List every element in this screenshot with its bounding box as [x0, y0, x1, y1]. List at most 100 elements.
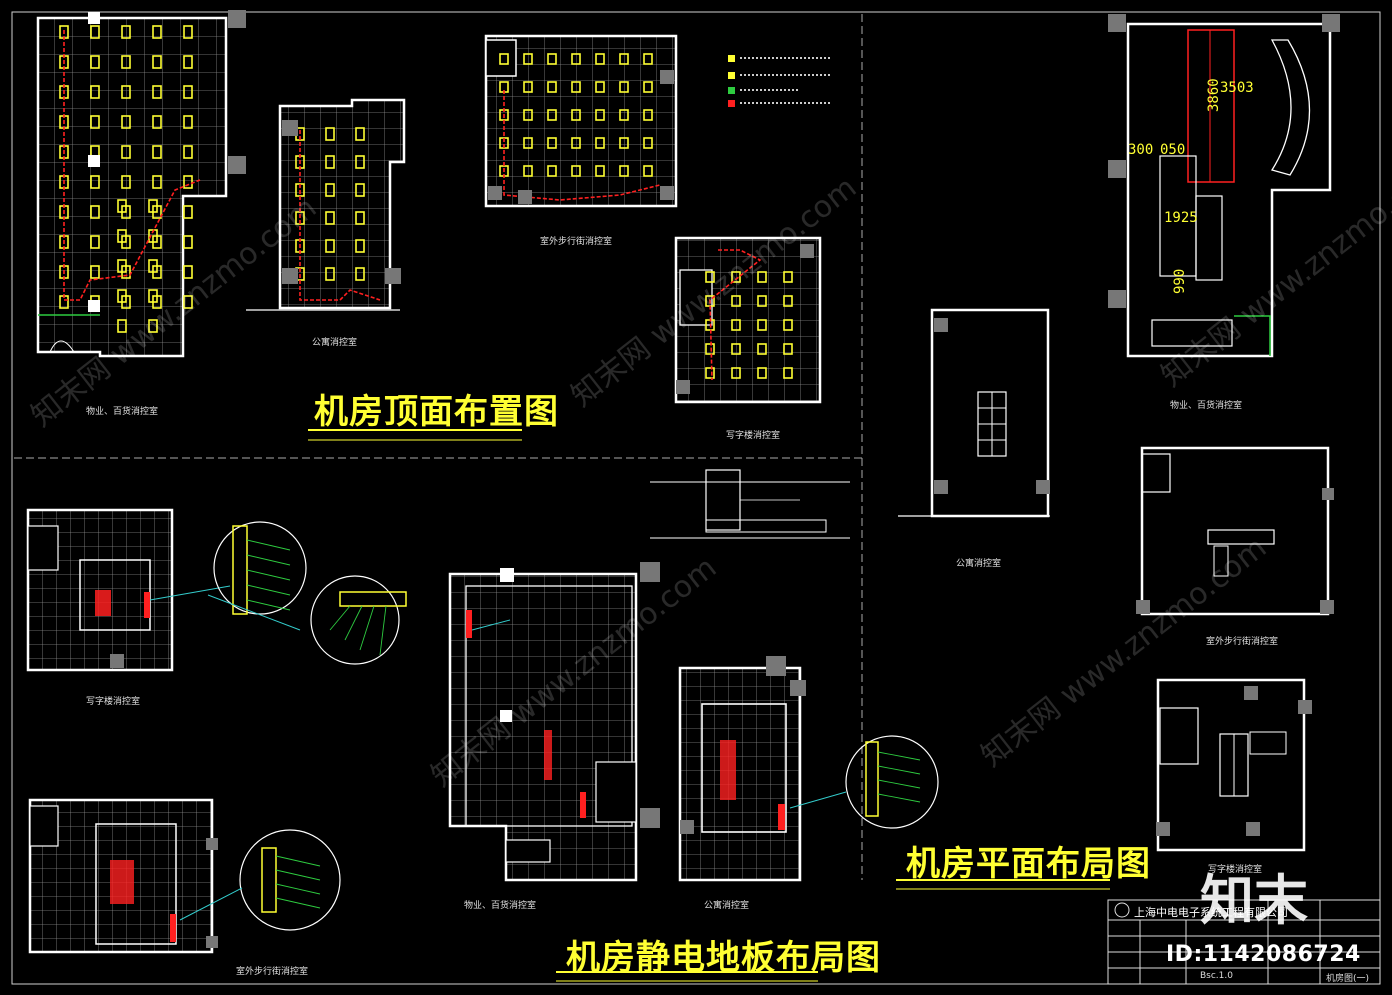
light-fixture — [705, 367, 715, 379]
title-plan-layout: 机房平面布局图 — [906, 844, 1151, 884]
light-fixture — [325, 183, 335, 197]
layout-plan-wuye — [1108, 14, 1340, 358]
light-fixture — [355, 211, 365, 225]
light-fixture — [571, 109, 581, 121]
light-fixture — [571, 165, 581, 177]
light-fixture — [643, 109, 653, 121]
light-fixture — [595, 81, 605, 93]
floor-plan-shiwai — [28, 798, 341, 954]
light-fixture — [619, 53, 629, 65]
light-fixture — [783, 343, 793, 355]
light-fixture — [90, 235, 100, 249]
dimension-3503: 3503 — [1220, 80, 1254, 96]
light-fixture — [121, 55, 131, 69]
floor-plan-gongyu — [678, 656, 939, 882]
title-floor-layout: 机房静电地板布局图 — [566, 938, 881, 978]
light-fixture — [148, 319, 158, 333]
light-fixture — [757, 343, 767, 355]
label-shiwai-floor: 室外步行街消控室 — [236, 967, 309, 977]
light-fixture — [619, 137, 629, 149]
light-fixture — [523, 109, 533, 121]
light-fixture — [757, 271, 767, 283]
watermark-logo: 知末 — [1200, 869, 1308, 932]
light-fixture — [152, 145, 162, 159]
light-fixture — [90, 265, 100, 279]
light-fixture — [152, 115, 162, 129]
light-fixture — [731, 343, 741, 355]
light-fixture — [117, 199, 127, 213]
light-fixture — [595, 109, 605, 121]
light-fixture — [731, 295, 741, 307]
light-fixture — [783, 367, 793, 379]
light-fixture — [619, 165, 629, 177]
layout-plan-shiwai — [1136, 446, 1334, 616]
light-fixture — [325, 239, 335, 253]
ceiling-plan-wuye — [36, 10, 246, 358]
title-block-company: 上海中电电子系统工程有限公司 — [1134, 906, 1288, 919]
light-fixture — [571, 53, 581, 65]
light-fixture — [757, 367, 767, 379]
light-fixture — [643, 137, 653, 149]
light-fixture — [731, 367, 741, 379]
light-fixture — [355, 183, 365, 197]
light-fixture — [183, 205, 193, 219]
light-fixture — [152, 25, 162, 39]
dimension-990: 990 — [1172, 268, 1188, 294]
light-fixture — [731, 271, 741, 283]
light-fixture — [183, 235, 193, 249]
light-fixture — [571, 81, 581, 93]
light-fixture — [355, 267, 365, 281]
light-fixture — [90, 85, 100, 99]
light-fixture — [121, 145, 131, 159]
light-fixture — [547, 53, 557, 65]
ceiling-plan-xiezilou — [674, 236, 822, 404]
light-fixture — [121, 115, 131, 129]
light-fixture — [355, 239, 365, 253]
light-fixture — [183, 145, 193, 159]
light-fixture — [523, 81, 533, 93]
light-fixture — [547, 81, 557, 93]
label-gongyu-plan: 公寓消控室 — [956, 559, 1002, 569]
light-fixture — [325, 127, 335, 141]
light-fixture — [90, 55, 100, 69]
light-fixture — [547, 165, 557, 177]
ceiling-plan-shiwai — [484, 34, 678, 208]
light-fixture — [595, 53, 605, 65]
legend — [728, 55, 830, 107]
light-fixture — [643, 81, 653, 93]
light-fixture — [757, 319, 767, 331]
label-wuye-plan: 物业、百货消控室 — [1170, 401, 1243, 411]
light-fixture — [183, 115, 193, 129]
light-fixture — [547, 109, 557, 121]
dimension-1925: 1925 — [1164, 210, 1198, 226]
title-block-sheet: 机房图(一) — [1326, 974, 1370, 984]
light-fixture — [523, 137, 533, 149]
light-fixture — [90, 115, 100, 129]
light-fixture — [152, 175, 162, 189]
dimension-050: 050 — [1160, 142, 1186, 158]
light-fixture — [183, 295, 193, 309]
floor-section-detail — [650, 469, 850, 539]
light-fixture — [117, 229, 127, 243]
light-fixture — [117, 259, 127, 273]
light-fixture — [121, 25, 131, 39]
label-wuye-floor: 物业、百货消控室 — [464, 901, 537, 911]
label-gongyu-ceiling: 公寓消控室 — [312, 338, 358, 348]
light-fixture — [90, 205, 100, 219]
label-gongyu-floor: 公寓消控室 — [704, 901, 750, 911]
layout-plan-gongyu — [898, 308, 1050, 518]
light-fixture — [757, 295, 767, 307]
light-fixture — [499, 53, 509, 65]
light-fixture — [595, 137, 605, 149]
light-fixture — [117, 289, 127, 303]
title-ceiling-layout: 机房顶面布置图 — [314, 392, 559, 432]
label-xiezilou-plan: 写字楼消控室 — [1208, 865, 1263, 875]
light-fixture — [183, 85, 193, 99]
light-fixture — [90, 175, 100, 189]
title-block-scale: Bsc.1.0 — [1200, 971, 1233, 981]
light-fixture — [325, 155, 335, 169]
light-fixture — [705, 271, 715, 283]
light-fixture — [619, 81, 629, 93]
light-fixture — [325, 211, 335, 225]
